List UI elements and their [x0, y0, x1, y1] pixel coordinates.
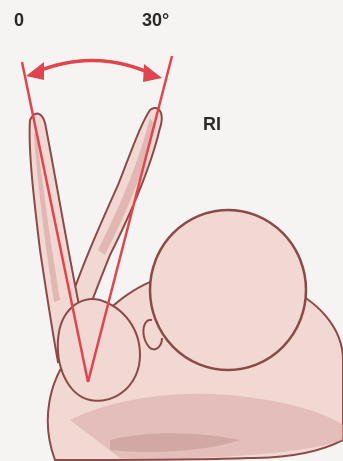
angle-start-label: 0	[14, 10, 24, 31]
rotation-type-label: RI	[203, 114, 221, 135]
angle-end-label: 30°	[142, 10, 169, 31]
head	[150, 210, 306, 370]
